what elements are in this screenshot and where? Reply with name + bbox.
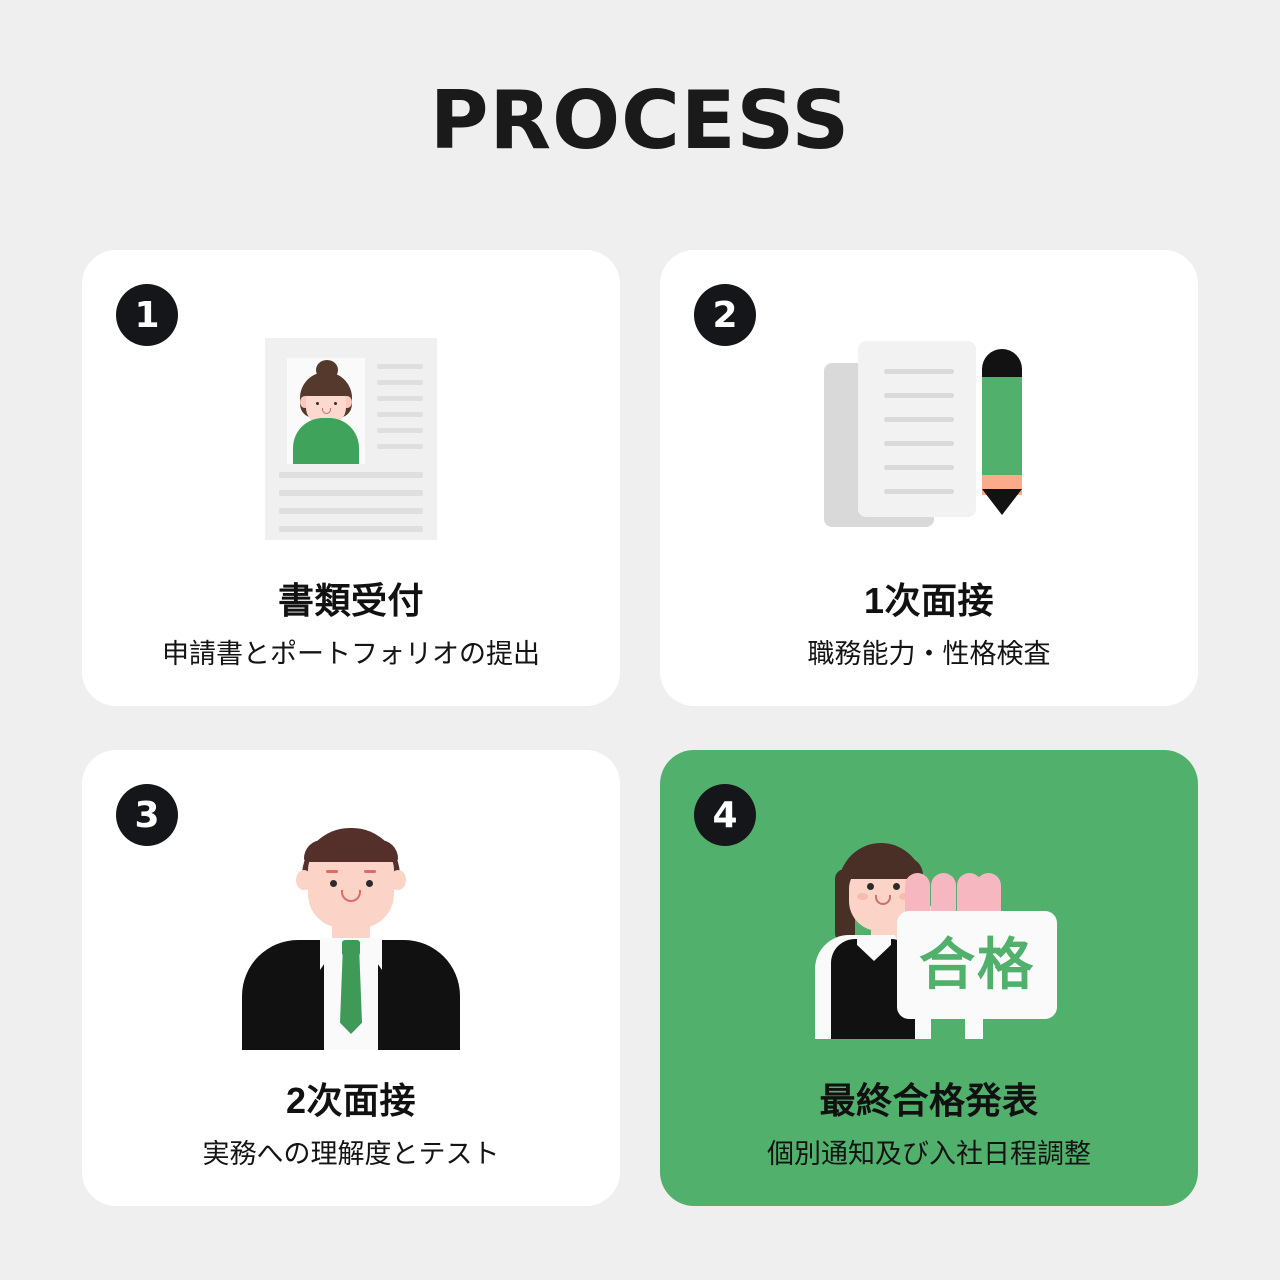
process-cards-grid: 1 [82, 250, 1198, 1206]
card-subtitle: 職務能力・性格検査 [807, 639, 1051, 669]
card-title: 書類受付 [277, 580, 424, 621]
step-number-badge: 2 [694, 284, 756, 346]
card-subtitle: 実務への理解度とテスト [202, 1139, 500, 1169]
card-title: 2次面接 [285, 1080, 417, 1121]
page-title: PROCESS [429, 74, 851, 167]
person-with-pass-sign-icon: 合格 [660, 814, 1198, 1064]
card-subtitle: 申請書とポートフォリオの提出 [162, 639, 540, 669]
step-number-badge: 4 [694, 784, 756, 846]
card-title: 最終合格発表 [819, 1080, 1039, 1121]
process-card-1[interactable]: 1 [82, 250, 620, 706]
process-card-4[interactable]: 4 [660, 750, 1198, 1206]
resume-document-icon [82, 314, 620, 564]
step-number-badge: 3 [116, 784, 178, 846]
card-title: 1次面接 [863, 580, 995, 621]
pass-sign: 合格 [897, 911, 1057, 1019]
pass-sign-text: 合格 [919, 933, 1035, 996]
card-subtitle: 個別通知及び入社日程調整 [767, 1139, 1091, 1169]
process-card-3[interactable]: 3 [82, 750, 620, 1206]
step-number-badge: 1 [116, 284, 178, 346]
resume-photo [287, 358, 365, 464]
man-in-suit-icon [82, 814, 620, 1064]
pencil-icon [982, 349, 1022, 515]
process-card-2[interactable]: 2 [660, 250, 1198, 706]
documents-pencil-icon [660, 314, 1198, 564]
